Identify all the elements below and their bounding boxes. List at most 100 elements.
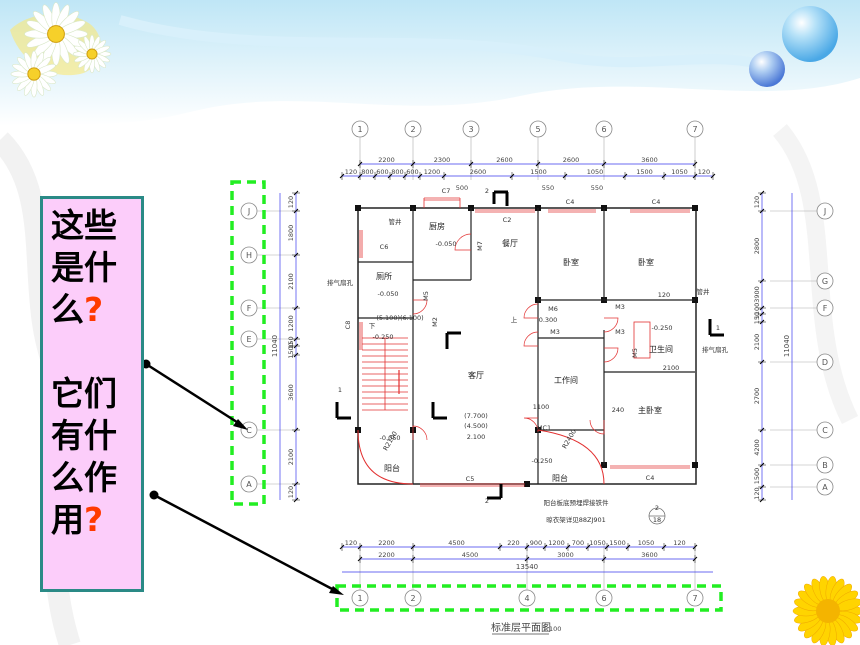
door-swing bbox=[589, 419, 605, 435]
dimension-text: 1200 bbox=[548, 539, 565, 547]
dimension-text: 120 bbox=[345, 539, 357, 547]
plan-annotation: 0.300 bbox=[539, 316, 558, 324]
plan-annotation: M5 bbox=[422, 291, 430, 301]
plan-annotation: -0.050 bbox=[436, 240, 457, 248]
dimension-text: 1500 bbox=[287, 342, 295, 359]
dimension-tick bbox=[601, 556, 607, 562]
plan-annotation: 1100 bbox=[533, 403, 550, 411]
plan-annotation: MC1 bbox=[537, 424, 551, 432]
axis-bubble-top-label: 3 bbox=[468, 125, 473, 134]
dimension-tick bbox=[293, 427, 299, 433]
plan-annotation: 2 bbox=[485, 187, 489, 195]
plan-annotation: C4 bbox=[652, 198, 661, 206]
dimension-tick bbox=[357, 556, 363, 562]
dimension-tick bbox=[293, 252, 299, 258]
plan-annotation: M3 bbox=[615, 328, 625, 336]
axis-bubble-right-label: C bbox=[822, 426, 828, 435]
dimension-text: 600 bbox=[406, 168, 418, 176]
door-swing bbox=[454, 233, 472, 251]
dimension-text: 600 bbox=[376, 168, 388, 176]
dimension-tick bbox=[339, 173, 345, 179]
dimension-text: 2200 bbox=[378, 539, 395, 547]
dimension-tick bbox=[759, 278, 765, 284]
plan-annotation: C2 bbox=[503, 216, 512, 224]
dimension-tick bbox=[441, 173, 447, 179]
dimension-tick bbox=[759, 305, 765, 311]
dimension-tick bbox=[293, 305, 299, 311]
dimension-text: 1500 bbox=[753, 468, 761, 485]
dimension-text: 2200 bbox=[378, 156, 395, 164]
axis-bubble-left-label: F bbox=[247, 304, 252, 313]
axis-bubble-left-label: C bbox=[246, 426, 252, 435]
room-label: 客厅 bbox=[468, 370, 484, 380]
dimension-tick bbox=[585, 544, 591, 550]
column bbox=[692, 462, 698, 468]
dimension-tick bbox=[402, 173, 408, 179]
dimension-text: 120 bbox=[345, 168, 357, 176]
plan-annotation: -0.050 bbox=[378, 290, 399, 298]
arrowhead-bottom bbox=[329, 586, 344, 595]
dimension-text: 120 bbox=[753, 487, 761, 499]
dimension-text: 13540 bbox=[516, 563, 538, 571]
dimension-tick bbox=[417, 173, 423, 179]
dimension-tick bbox=[535, 161, 541, 167]
question-box: 这些 是什 么? 它们 有什 么作 用? bbox=[40, 196, 144, 592]
dimension-text: 4200 bbox=[753, 439, 761, 456]
dimension-tick bbox=[692, 173, 698, 179]
dimension-text: 120 bbox=[287, 196, 295, 208]
axis-bubble-top-label: 5 bbox=[535, 125, 540, 134]
door-swing bbox=[412, 425, 428, 441]
dimension-text: 1800 bbox=[287, 225, 295, 242]
dimension-text: 2800 bbox=[753, 238, 761, 255]
dimension-tick bbox=[293, 481, 299, 487]
dimension-text: 800 bbox=[391, 168, 403, 176]
plan-annotation: 240 bbox=[612, 406, 624, 414]
flower-center bbox=[86, 48, 98, 60]
door-swing bbox=[603, 347, 619, 363]
axis-bubble-bottom-label: 7 bbox=[692, 594, 697, 603]
axis-bubble-left-label: E bbox=[246, 335, 251, 344]
dimension-text: 900 bbox=[530, 539, 542, 547]
dimension-tick bbox=[622, 173, 628, 179]
room-label: 卧室 bbox=[563, 257, 579, 267]
question-line: 么? bbox=[51, 290, 104, 329]
door-swing bbox=[523, 331, 539, 347]
axis-bubble-bottom-label: 4 bbox=[524, 594, 529, 603]
axis-bubble-bottom-label: 6 bbox=[601, 594, 606, 603]
plan-annotation: 120 bbox=[658, 291, 670, 299]
plan-scale: 1:100 bbox=[543, 625, 562, 633]
door-swing bbox=[603, 317, 619, 333]
plan-annotation: -0.250 bbox=[532, 457, 553, 465]
dimension-tick bbox=[759, 190, 765, 196]
dimension-text: 500 bbox=[456, 184, 468, 192]
sunflower-icon bbox=[792, 576, 860, 645]
dimension-tick bbox=[293, 190, 299, 196]
room-label: 卫生间 bbox=[649, 344, 673, 354]
question-line: 是什 bbox=[51, 248, 117, 287]
plan-annotation: M7 bbox=[476, 241, 484, 251]
dimension-text: 1500 bbox=[609, 539, 626, 547]
door-swing bbox=[523, 417, 539, 433]
room-label: 厨房 bbox=[429, 221, 445, 231]
plan-annotation: C4 bbox=[646, 474, 655, 482]
plan-annotation: 1 bbox=[338, 386, 342, 394]
dimension-text: 550 bbox=[542, 184, 554, 192]
plan-annotation: C8 bbox=[344, 321, 352, 330]
dimension-tick bbox=[293, 497, 299, 503]
column bbox=[692, 205, 698, 211]
dimension-tick bbox=[372, 173, 378, 179]
axis-bubble-top-label: 6 bbox=[601, 125, 606, 134]
axis-bubble-left-label: A bbox=[246, 480, 252, 489]
dimension-tick bbox=[410, 556, 416, 562]
dimension-tick bbox=[410, 161, 416, 167]
plan-annotation: (5.100)(6.100) bbox=[376, 314, 423, 322]
question-line: 有什 bbox=[51, 416, 117, 455]
dimension-text: 2600 bbox=[470, 168, 487, 176]
dimension-tick bbox=[410, 544, 416, 550]
plan-annotation: 晾衣架详见88ZJ901 bbox=[546, 515, 606, 524]
plan-annotation: M3 bbox=[615, 303, 625, 311]
axis-bubble-right-label: G bbox=[822, 277, 828, 286]
flower-center bbox=[47, 25, 65, 43]
